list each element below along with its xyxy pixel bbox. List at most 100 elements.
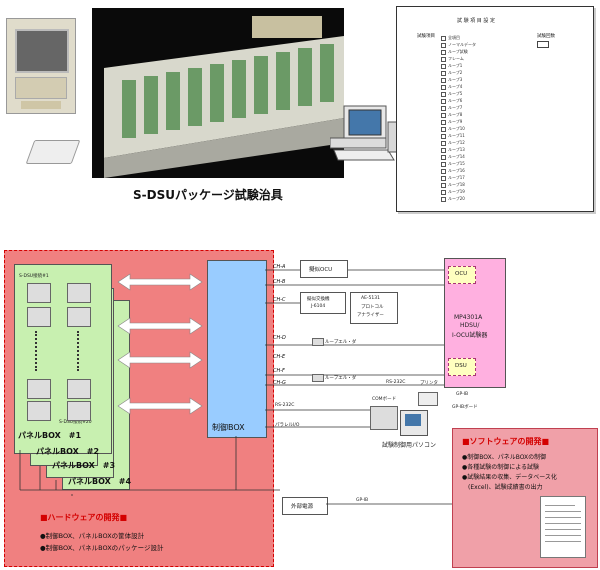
form-item-row: ループ12 bbox=[441, 140, 531, 146]
form-item-label: ループ2 bbox=[448, 70, 463, 75]
gpib-bottom-label: GP-IB bbox=[356, 498, 369, 503]
dots-vertical bbox=[35, 331, 39, 371]
form-item-row: ループ2 bbox=[441, 70, 531, 76]
form-item-label: ループ15 bbox=[448, 161, 465, 166]
pc-icon bbox=[400, 410, 428, 436]
loop-adapter-2 bbox=[312, 374, 324, 382]
pseudo-ocu-box: 擬似OCU bbox=[300, 260, 348, 278]
form-item-row: ループ試験 bbox=[441, 49, 531, 55]
form-item-row: ループ18 bbox=[441, 182, 531, 188]
software-section-title: ■ソフトウェアの開発■ bbox=[462, 437, 550, 446]
com-board bbox=[370, 406, 398, 430]
loop-adapter-1 bbox=[312, 338, 324, 346]
photo-caption: S-DSUパッケージ試験治具 bbox=[133, 188, 283, 202]
com-board-label: COMボード bbox=[372, 397, 397, 402]
form-item-checkbox bbox=[441, 127, 446, 132]
loop-adapter-2-label: ループエル・ダ bbox=[325, 376, 357, 381]
form-item-label: ループ7 bbox=[448, 105, 463, 110]
form-item-row: ループ15 bbox=[441, 161, 531, 167]
form-item-checkbox bbox=[441, 78, 446, 83]
hardware-section-title: ■ハードウェアの開発■ bbox=[40, 513, 128, 522]
form-item-row: ループ9 bbox=[441, 119, 531, 125]
form-item-label: ループ19 bbox=[448, 189, 465, 194]
dots-vertical bbox=[77, 331, 81, 371]
form-item-row: ループ10 bbox=[441, 126, 531, 132]
form-item-label: ループ試験 bbox=[448, 49, 468, 54]
sdsu-module bbox=[67, 307, 91, 327]
form-item-row: ループ13 bbox=[441, 147, 531, 153]
form-item-row: ノーマルデータ bbox=[441, 42, 531, 48]
form-item-checkbox bbox=[441, 120, 446, 125]
panel-box-1: S-DSU接続#1 S-DSU接続#20 bbox=[14, 264, 112, 454]
form-item-row: ループ17 bbox=[441, 175, 531, 181]
form-item-label: フレーム bbox=[448, 56, 464, 61]
form-item-row: ループ5 bbox=[441, 91, 531, 97]
form-item-label: ノーマルデータ bbox=[448, 42, 476, 47]
form-item-label: ループ16 bbox=[448, 168, 465, 173]
mp4301a-model: MP4301A bbox=[454, 314, 483, 321]
pseudo-ocu-label: 擬似OCU bbox=[309, 267, 333, 273]
form-item-label: 全項目 bbox=[448, 35, 460, 40]
sdsu-module bbox=[67, 283, 91, 303]
form-item-label: ループ9 bbox=[448, 119, 463, 124]
form-item-row: ループ16 bbox=[441, 168, 531, 174]
form-item-checkbox bbox=[441, 169, 446, 174]
test-settings-form: 試 験 項 目 設 定 試験項目 試験回数 全項目ノーマルデータループ試験フレー… bbox=[396, 6, 594, 212]
ocu-label: OCU bbox=[455, 271, 468, 277]
test-jig-photo-modem bbox=[25, 140, 81, 164]
form-title: 試 験 項 目 設 定 bbox=[457, 18, 495, 24]
mp4301a-line3: I-OCU試験器 bbox=[452, 332, 488, 339]
gpib-bottom-line bbox=[326, 503, 456, 505]
dsu-label: DSU bbox=[455, 363, 467, 369]
sdsu-top-label: S-DSU接続#1 bbox=[19, 274, 49, 279]
form-item-label: ループ12 bbox=[448, 140, 465, 145]
form-item-checkbox bbox=[441, 155, 446, 160]
channel-label-d: CH-D bbox=[273, 335, 286, 341]
form-label-items: 試験項目 bbox=[417, 34, 435, 39]
form-item-label: ループ6 bbox=[448, 98, 463, 103]
ocu-module: OCU bbox=[448, 266, 476, 284]
form-item-label: ループ17 bbox=[448, 175, 465, 180]
form-item-checkbox bbox=[441, 99, 446, 104]
channel-label-e: CH-E bbox=[273, 354, 286, 360]
channel-label-b: CH-B bbox=[273, 279, 286, 285]
form-item-row: ループ7 bbox=[441, 105, 531, 111]
form-item-row: 全項目 bbox=[441, 35, 531, 41]
sdsu-module bbox=[67, 379, 91, 399]
external-power-box: 外部電源 bbox=[282, 497, 328, 515]
form-label-count: 試験回数 bbox=[537, 34, 555, 39]
form-item-checkbox bbox=[441, 141, 446, 146]
loop-adapter-1-label: ループエル・ダ bbox=[325, 340, 357, 345]
software-bullet-1: ●制御BOX、パネルBOXの制御 bbox=[462, 454, 547, 461]
panel-box-1-label: パネルBOX #1 bbox=[18, 431, 82, 440]
dsu-module: DSU bbox=[448, 358, 476, 376]
form-item-checkbox bbox=[441, 43, 446, 48]
panel-box-3-label: パネルBOX #3 bbox=[52, 461, 116, 470]
form-item-row: ループ19 bbox=[441, 189, 531, 195]
form-item-checkbox bbox=[441, 162, 446, 167]
form-item-row: ループ20 bbox=[441, 196, 531, 202]
software-bullet-3: ●試験結果の収集、データベース化 bbox=[462, 474, 557, 481]
mp4301a-line2: HDSU/ bbox=[460, 322, 480, 329]
hardware-bullet-1: ●制御BOX、パネルBOXの筐体設計 bbox=[40, 532, 145, 540]
form-item-checkbox bbox=[441, 92, 446, 97]
panel-box-4-label: パネルBOX #4 bbox=[68, 477, 132, 486]
channel-label-g: CH-G bbox=[273, 380, 286, 386]
rs232c-mid-label: RS-232C bbox=[275, 403, 295, 408]
form-item-row: ループ3 bbox=[441, 77, 531, 83]
test-jig-photo-device bbox=[6, 18, 76, 114]
gpib-board-label: GP-IBボード bbox=[452, 405, 478, 410]
sdsu-bottom-label: S-DSU接続#20 bbox=[59, 420, 92, 425]
computer-illustration bbox=[329, 100, 400, 164]
sdsu-module bbox=[27, 283, 51, 303]
form-item-label: ループ5 bbox=[448, 91, 463, 96]
control-box bbox=[207, 260, 267, 438]
printer-icon bbox=[418, 392, 438, 406]
form-item-checkbox bbox=[441, 57, 446, 62]
form-item-checkbox bbox=[441, 50, 446, 55]
channel-label-a: CH-A bbox=[273, 264, 286, 270]
sdsu-module bbox=[27, 307, 51, 327]
pseudo-exchange-box: 擬似交換機 J-6104 bbox=[300, 292, 346, 314]
form-item-label: ループ10 bbox=[448, 126, 465, 131]
form-item-row: ループ8 bbox=[441, 112, 531, 118]
